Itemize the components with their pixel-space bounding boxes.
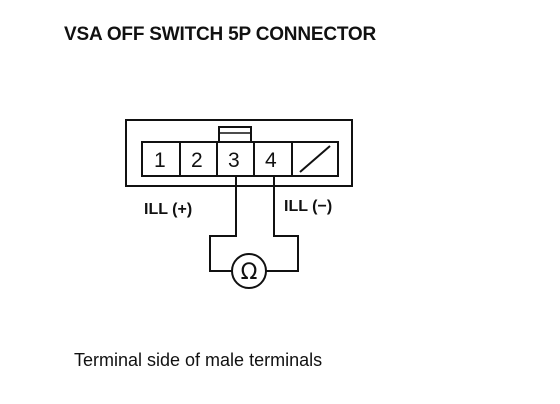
- connector-housing: [125, 119, 353, 187]
- ill-minus-label: ILL (−): [284, 198, 332, 215]
- pin-label-1: 1: [154, 149, 166, 172]
- test-lead-pin-4: [266, 176, 299, 272]
- pin-label-4: 4: [265, 149, 277, 172]
- ohmmeter-circle: [231, 253, 267, 289]
- pin-label-2: 2: [191, 149, 203, 172]
- connector-terminal-frame: [141, 141, 339, 177]
- unused-cavity-slash: [299, 145, 331, 173]
- diagram-title: VSA OFF SWITCH 5P CONNECTOR: [64, 24, 376, 45]
- diagram-caption: Terminal side of male terminals: [74, 350, 323, 370]
- pin-label-3: 3: [228, 149, 240, 172]
- ill-plus-label: ILL (+): [144, 201, 192, 218]
- connector-lock-tab: [218, 126, 252, 143]
- test-lead-pin-3: [209, 176, 237, 272]
- ohm-icon: Ω: [241, 260, 258, 285]
